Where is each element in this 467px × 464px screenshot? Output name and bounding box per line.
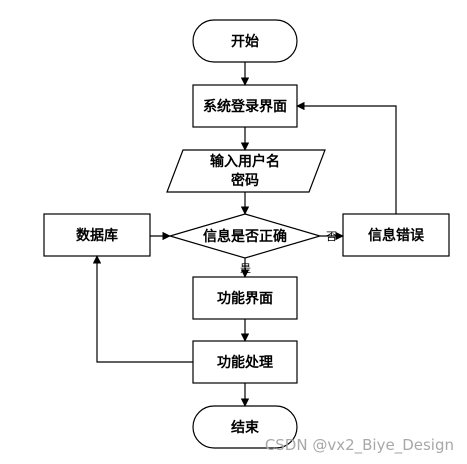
edge-label-no: 否: [326, 230, 337, 243]
error-label: 信息错误: [368, 227, 425, 244]
login-page-label: 系统登录界面: [203, 98, 287, 115]
function-process-node: 功能处理: [192, 340, 298, 384]
watermark-text: CSDN @vx2_Biye_Design: [265, 436, 454, 455]
function-page-label: 功能界面: [217, 290, 273, 307]
decision-node: 信息是否正确: [167, 213, 323, 259]
input-label-line2: 密码: [230, 172, 259, 189]
start-label: 开始: [231, 33, 259, 50]
input-credentials-node: 输入用户名 密码: [166, 149, 326, 193]
database-node: 数据库: [43, 213, 151, 257]
start-node: 开始: [192, 19, 298, 63]
edge-error-to-login: [296, 101, 397, 214]
end-label: 结束: [231, 419, 260, 436]
function-page-node: 功能界面: [192, 276, 298, 320]
edge-label-yes: 是: [240, 262, 251, 275]
edge-process-to-database: [92, 255, 193, 363]
function-process-label: 功能处理: [217, 354, 273, 371]
input-label-line1: 输入用户名: [210, 153, 280, 170]
decision-label: 信息是否正确: [203, 228, 287, 245]
database-label: 数据库: [76, 227, 118, 244]
error-node: 信息错误: [342, 213, 450, 257]
login-page-node: 系统登录界面: [192, 84, 298, 128]
